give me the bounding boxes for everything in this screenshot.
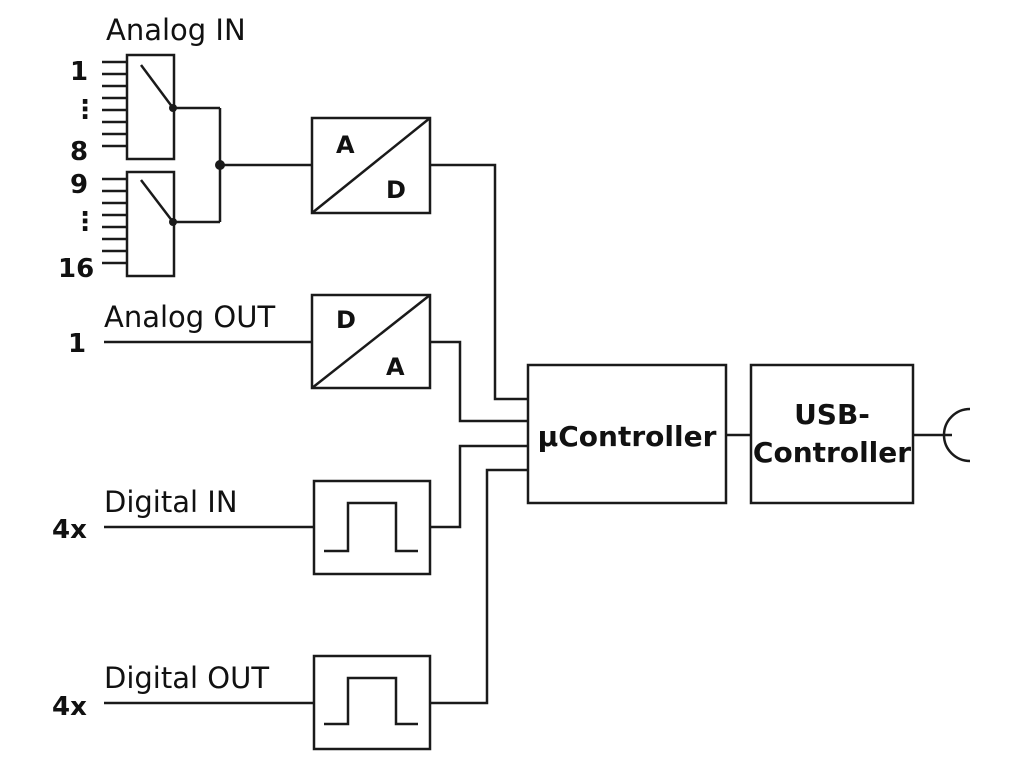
mux2-top-label: 9 [70, 170, 88, 200]
analog-out-count: 1 [68, 329, 86, 359]
adc-label-a: A [336, 131, 355, 159]
analog-in-title: Analog IN [106, 13, 246, 47]
dac-label-d: D [336, 306, 356, 334]
mux1-top-label: 1 [70, 57, 88, 87]
merge-junction-dot [215, 160, 225, 170]
adc-label-d: D [386, 176, 406, 204]
mux2-bottom-label: 16 [58, 254, 94, 284]
multiplexer-2 [102, 170, 220, 278]
mux-merge-wires [218, 108, 312, 222]
dac-block [310, 293, 432, 390]
digital-in-title: Digital IN [104, 485, 238, 519]
microcontroller-block [526, 363, 728, 505]
dac-label-a: A [386, 353, 405, 381]
multiplexer-1 [102, 53, 220, 161]
digital-in-count: 4x [52, 515, 87, 545]
digital-out-block [312, 654, 432, 751]
analog-out-title: Analog OUT [104, 300, 275, 334]
bus-wires [430, 163, 528, 705]
mux1-bottom-label: 8 [70, 137, 88, 167]
usb-connector-icon [942, 407, 971, 463]
microcontroller-label: µController [538, 420, 717, 453]
adc-block [310, 116, 432, 215]
usb-label-line1: USB- [794, 398, 870, 431]
digital-out-count: 4x [52, 692, 87, 722]
mux2-dots: ⋮ [72, 207, 98, 237]
usb-label-line2: Controller [753, 436, 911, 469]
mux1-dots: ⋮ [72, 95, 98, 125]
digital-out-title: Digital OUT [104, 661, 269, 695]
digital-in-block [312, 479, 432, 576]
usb-controller-block [749, 363, 915, 505]
